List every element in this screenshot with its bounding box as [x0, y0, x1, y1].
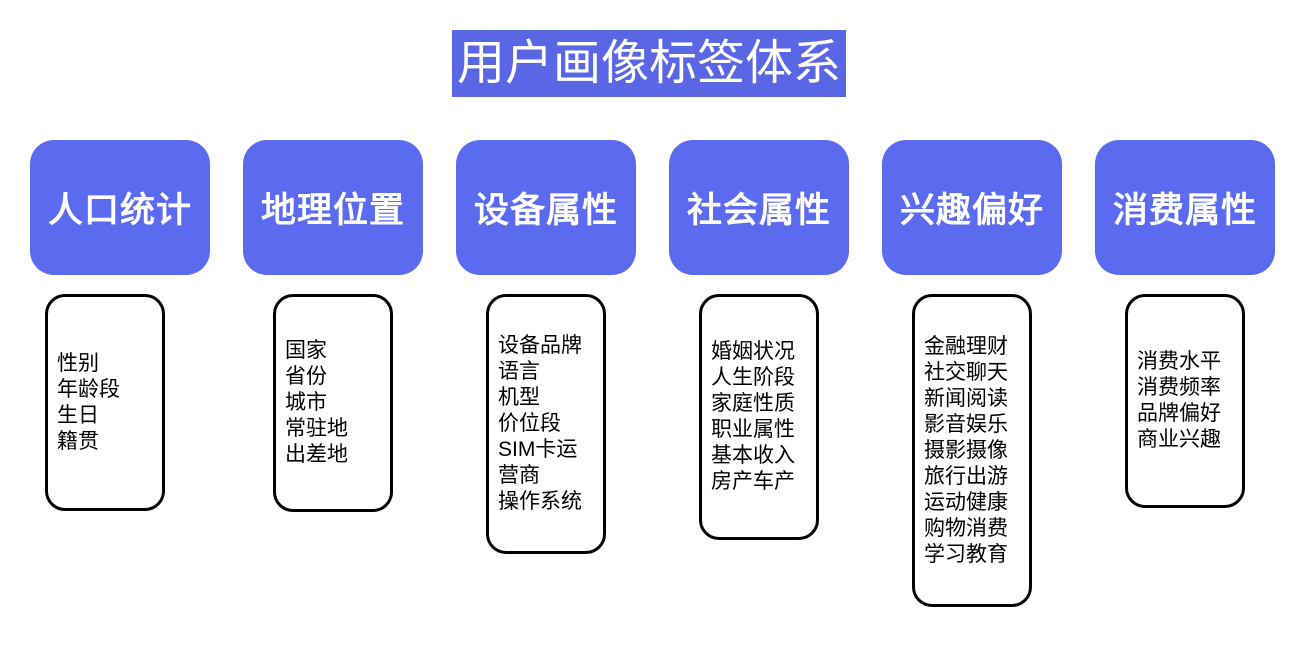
tag-columns: 人口统计 性别年龄段生日籍贯 地理位置 国家省份城市常驻地出差地 设备属性 设备…	[30, 140, 1298, 607]
list-item: 人生阶段	[711, 366, 795, 389]
list-item: 商业兴趣	[1137, 428, 1221, 451]
category-header-label: 地理位置	[260, 191, 405, 230]
list-item: 城市	[285, 391, 327, 414]
column-social: 社会属性 婚姻状况人生阶段家庭性质职业属性基本收入房产车产	[669, 140, 849, 607]
list-item: 籍贯	[57, 429, 99, 453]
list-item: 家庭性质	[711, 392, 795, 415]
column-consumption: 消费属性 消费水平消费频率品牌偏好商业兴趣	[1095, 140, 1275, 607]
list-item: 运动健康	[924, 490, 1008, 514]
category-header-box: 地理位置	[243, 140, 423, 275]
list-item: 购物消费	[924, 516, 1008, 540]
page-title: 用户画像标签体系	[451, 30, 846, 97]
category-header-box: 人口统计	[30, 140, 210, 275]
category-header-label: 兴趣偏好	[899, 191, 1044, 230]
list-item: 婚姻状况	[711, 340, 795, 363]
category-header-box: 设备属性	[456, 140, 636, 275]
column-demographics: 人口统计 性别年龄段生日籍贯	[30, 140, 210, 607]
tag-list-box: 金融理财社交聊天新闻阅读影音娱乐摄影摄像旅行出游运动健康购物消费学习教育	[912, 294, 1032, 607]
tag-list-box: 消费水平消费频率品牌偏好商业兴趣	[1125, 294, 1245, 508]
list-item: 年龄段	[57, 377, 120, 401]
list-item: 金融理财	[924, 334, 1008, 358]
column-interest: 兴趣偏好 金融理财社交聊天新闻阅读影音娱乐摄影摄像旅行出游运动健康购物消费学习教…	[882, 140, 1062, 607]
column-device: 设备属性 设备品牌语言机型价位段 SIM卡运营商操作系统	[456, 140, 636, 607]
list-item: 出差地	[285, 443, 348, 466]
list-item: 影音娱乐	[924, 412, 1008, 436]
list-item: 房产车产	[711, 470, 795, 493]
list-item: 新闻阅读	[924, 386, 1008, 410]
tag-list-box: 婚姻状况人生阶段家庭性质职业属性基本收入房产车产	[699, 294, 819, 540]
list-item: 摄影摄像	[924, 438, 1008, 462]
list-item: 生日	[57, 403, 99, 427]
list-item: 性别	[57, 351, 99, 375]
category-header-label: 社会属性	[686, 191, 831, 230]
category-header-box: 消费属性	[1095, 140, 1275, 275]
category-header-label: 设备属性	[473, 191, 618, 230]
list-item: 职业属性	[711, 418, 795, 441]
list-item: 社交聊天	[924, 360, 1008, 384]
list-item: 价位段	[498, 412, 561, 435]
list-item: 消费频率	[1137, 376, 1221, 399]
list-item: 旅行出游	[924, 464, 1008, 488]
category-header-box: 兴趣偏好	[882, 140, 1062, 275]
tag-list-box: 性别年龄段生日籍贯	[45, 294, 165, 511]
list-item: 机型	[498, 386, 540, 409]
category-header-label: 消费属性	[1112, 191, 1257, 230]
tag-list-box: 国家省份城市常驻地出差地	[273, 294, 393, 512]
tag-list-box: 设备品牌语言机型价位段 SIM卡运营商操作系统	[486, 294, 606, 554]
category-header-label: 人口统计	[47, 191, 192, 230]
column-geography: 地理位置 国家省份城市常驻地出差地	[243, 140, 423, 607]
list-item: 学习教育	[924, 542, 1008, 566]
list-item: 设备品牌	[498, 334, 582, 357]
list-item: 国家	[285, 339, 327, 362]
list-item: 消费水平	[1137, 350, 1221, 373]
list-item: SIM卡运营商	[498, 438, 578, 487]
list-item: 常驻地	[285, 417, 348, 440]
list-item: 品牌偏好	[1137, 402, 1221, 425]
list-item: 省份	[285, 365, 327, 388]
list-item: 基本收入	[711, 444, 795, 467]
list-item: 操作系统	[498, 490, 582, 513]
category-header-box: 社会属性	[669, 140, 849, 275]
list-item: 语言	[498, 360, 540, 383]
